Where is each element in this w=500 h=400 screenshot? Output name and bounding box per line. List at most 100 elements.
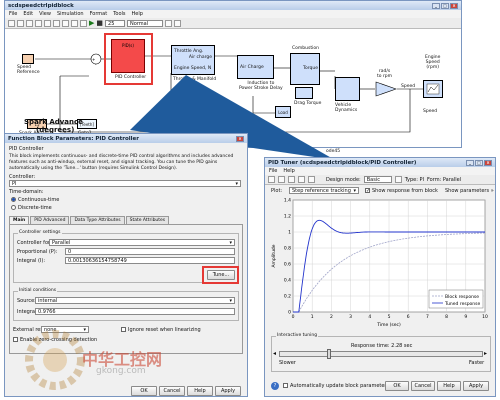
redo-icon[interactable] — [80, 19, 87, 27]
zero-crossing-checkbox[interactable]: Enable zero-crossing detection — [13, 337, 97, 343]
tuner-help-button[interactable]: Help — [437, 381, 461, 391]
menu-format[interactable]: Format — [89, 11, 108, 17]
menu-simulation[interactable]: Simulation — [56, 11, 84, 17]
plot-select[interactable]: Step reference tracking▾ — [289, 187, 359, 194]
tuner-apply-button[interactable]: Apply — [463, 381, 489, 391]
response-time-slider[interactable] — [279, 351, 483, 357]
slider-right-arrow-icon[interactable]: ▸ — [484, 350, 488, 357]
controller-form-select[interactable]: Parallel▾ — [49, 239, 235, 246]
controller-select[interactable]: PI ▾ — [9, 180, 241, 187]
save-icon[interactable] — [26, 19, 33, 27]
continuous-time-radio[interactable]: Continuous-time — [11, 197, 59, 203]
integral-input[interactable]: 0.00130636154758749 — [65, 257, 235, 264]
auto-update-checkbox[interactable]: Automatically update block parameters — [283, 383, 389, 389]
drag-torque-block[interactable] — [295, 87, 313, 99]
print-icon[interactable] — [35, 19, 42, 27]
tab-pid-advanced[interactable]: PID Advanced — [30, 216, 70, 224]
sum-junction — [90, 53, 102, 65]
pid-ok-button[interactable]: OK — [131, 386, 157, 396]
pid-controller-block[interactable]: PID(s) — [111, 39, 145, 73]
close-icon[interactable]: × — [450, 2, 458, 9]
tuner-menu-help[interactable]: Help — [283, 168, 295, 174]
copy-icon[interactable] — [53, 19, 60, 27]
zoom-in-icon[interactable] — [268, 176, 275, 183]
faster-label: Faster — [469, 360, 485, 366]
sim-mode-select[interactable]: Normal — [127, 19, 164, 27]
tuner-minimize-icon[interactable]: _ — [466, 159, 474, 166]
tune-button[interactable]: Tune... — [207, 270, 235, 280]
x-tick-label: 2 — [330, 314, 333, 320]
source-select[interactable]: internal▾ — [35, 297, 235, 304]
menu-file[interactable]: File — [9, 11, 18, 17]
load-block[interactable]: Load — [275, 106, 291, 118]
x-tick-label: 0 — [292, 314, 295, 320]
show-parameters-link[interactable]: Show parameters » — [445, 188, 494, 194]
design-info-icon[interactable] — [394, 176, 402, 183]
ignore-reset-checkbox[interactable]: Ignore reset when linearizing — [121, 327, 201, 333]
discrete-time-radio[interactable]: Discrete-time — [11, 205, 52, 211]
stop-icon[interactable]: ■ — [96, 19, 104, 27]
zoom-out-icon[interactable] — [278, 176, 285, 183]
explorer-icon[interactable] — [174, 19, 182, 27]
external-reset-select[interactable]: none▾ — [41, 326, 89, 333]
model-status-ode: ode45 — [326, 149, 341, 154]
tab-state-attributes[interactable]: State Attributes — [125, 216, 170, 224]
menu-help[interactable]: Help — [131, 11, 143, 17]
x-tick-label: 7 — [426, 314, 429, 320]
vehicle-dynamics-block[interactable] — [335, 77, 360, 101]
menu-view[interactable]: View — [39, 11, 51, 17]
induction-delay-block[interactable]: Air Charge — [237, 55, 274, 79]
cut-icon[interactable] — [44, 19, 51, 27]
paste-icon[interactable] — [62, 19, 69, 27]
slider-thumb[interactable] — [327, 349, 331, 359]
undo-icon[interactable] — [71, 19, 78, 27]
tab-main[interactable]: Main — [9, 216, 30, 224]
export-icon[interactable] — [308, 176, 315, 183]
design-mode-select[interactable]: Basic — [363, 176, 392, 183]
pan-icon[interactable] — [288, 176, 295, 183]
y-tick-label: 1.2 — [284, 214, 291, 220]
speed-reference-block[interactable] — [22, 54, 34, 64]
pid-block-text: PID(s) — [122, 43, 134, 48]
pid-dialog-titlebar: Function Block Parameters: PID Controlle… — [5, 134, 247, 143]
menu-edit[interactable]: Edit — [23, 11, 34, 17]
combustion-block[interactable]: Torque — [290, 53, 320, 85]
tab-data-type[interactable]: Data Type Attributes — [70, 216, 125, 224]
data-cursor-icon[interactable] — [298, 176, 305, 183]
library-icon[interactable] — [165, 19, 173, 27]
pid-dialog-close-icon[interactable]: × — [236, 135, 244, 142]
proportional-input[interactable]: 0 — [65, 248, 235, 255]
stop-time-input[interactable]: 25 — [105, 19, 126, 27]
spark-advance-constant[interactable]: 15 — [27, 119, 47, 129]
spark-advance-big-label: Spark Advance — [24, 118, 83, 126]
menu-tools[interactable]: Tools — [113, 11, 126, 17]
rads-to-rpm-gain[interactable] — [375, 81, 397, 97]
tuner-close-icon[interactable]: × — [484, 159, 492, 166]
load-text: Load — [278, 110, 288, 115]
slider-left-arrow-icon[interactable]: ◂ — [273, 350, 277, 357]
tuner-menu-file[interactable]: File — [269, 168, 278, 174]
controller-label: Controller: — [9, 174, 36, 180]
model-toolbar: ▶ ■ 25 Normal — [5, 18, 461, 29]
play-icon[interactable]: ▶ — [89, 19, 95, 27]
throttle-manifold-block[interactable]: Throttle Ang. Air charge Engine Speed, N — [171, 45, 215, 75]
integrator-input[interactable]: 0.9766 — [35, 308, 235, 315]
model-menubar: File Edit View Simulation Format Tools H… — [5, 10, 461, 18]
minimize-icon[interactable]: _ — [432, 2, 440, 9]
new-icon[interactable] — [8, 19, 15, 27]
show-response-checkbox[interactable]: ✓Show response from block — [365, 188, 438, 194]
engine-speed-scope[interactable] — [423, 80, 443, 98]
maximize-icon[interactable]: □ — [441, 2, 449, 9]
controller-settings-group: Controller settings — [13, 230, 239, 283]
tuner-cancel-button[interactable]: Cancel — [411, 381, 435, 391]
tuner-help-icon[interactable]: ? — [271, 382, 279, 390]
tuner-menubar: File Help — [265, 167, 495, 175]
tuner-maximize-icon[interactable]: □ — [475, 159, 483, 166]
pid-apply-button[interactable]: Apply — [215, 386, 241, 396]
pid-help-button[interactable]: Help — [187, 386, 213, 396]
tuner-ok-button[interactable]: OK — [385, 381, 409, 391]
open-icon[interactable] — [17, 19, 24, 27]
tuned-response-curve — [293, 219, 485, 313]
goto-block[interactable]: [Teeth] — [77, 119, 97, 129]
pid-cancel-button[interactable]: Cancel — [159, 386, 185, 396]
